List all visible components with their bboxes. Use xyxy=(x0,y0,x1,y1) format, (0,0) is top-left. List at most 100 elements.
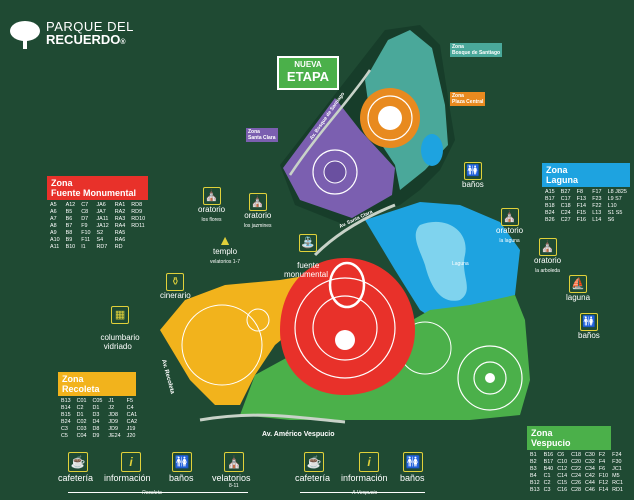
zone-fuente-title: Zona Fuente Monumental xyxy=(47,176,148,200)
info-icon[interactable]: i xyxy=(359,452,379,472)
zone-code: C17 xyxy=(560,196,571,202)
bottom-right-foot: A.Vespucio xyxy=(352,490,378,496)
zone-code: C02 xyxy=(76,419,87,425)
zone-code: C8 xyxy=(81,209,89,215)
poi-banos-right[interactable]: 🚻 baños xyxy=(578,313,600,340)
restroom-icon: 🚻 xyxy=(463,162,482,180)
zone-code: B8 xyxy=(65,230,73,236)
zone-code: JA7 xyxy=(96,209,106,215)
poi-banos-top-label: baños xyxy=(462,180,484,189)
poi-oratorio-arboleda[interactable]: ⛪ oratorio la arboleda xyxy=(534,238,561,276)
zone-code: F15 xyxy=(576,210,587,216)
label-av-vespucio: Av. Américo Vespucio xyxy=(262,431,335,438)
zone-code: C34 xyxy=(584,466,595,472)
nueva-etapa-line1: NUEVA xyxy=(294,60,322,69)
zone-recoleta-title: Zona Recoleta xyxy=(58,372,136,396)
chapel-icon: ⛪ xyxy=(500,208,519,226)
zone-code: D4 xyxy=(92,419,100,425)
bottom-left-banos-label: baños xyxy=(169,473,194,483)
poi-columbario[interactable]: ▦ columbario vidriado xyxy=(96,297,140,351)
zone-code: RA2 xyxy=(114,209,126,215)
zone-code: L14 xyxy=(592,217,602,223)
zone-code: L9 S7 xyxy=(607,196,622,202)
zone-code: C24 xyxy=(560,210,571,216)
vespucio-ring-inner xyxy=(473,361,507,395)
zone-code: F4 xyxy=(598,459,606,465)
zone-code: C05 xyxy=(92,398,103,404)
tree-icon xyxy=(10,21,40,49)
zone-code: C27 xyxy=(560,217,571,223)
zone-code: F30 xyxy=(612,459,622,465)
zone-code: RA6 xyxy=(114,237,126,243)
zone-code: C28 xyxy=(571,487,581,493)
zone-fuente-area[interactable] xyxy=(280,258,415,395)
zone-code: F9 xyxy=(81,223,88,229)
zone-code: J20 xyxy=(126,433,136,439)
zone-santa-clara-area[interactable] xyxy=(283,98,395,218)
zone-vespucio-title: Zona Vespucio xyxy=(527,426,611,450)
zone-code: B10 xyxy=(65,244,76,250)
zone-bosque-title: Zona Bosque de Santiago xyxy=(450,43,503,57)
zone-code: J1 xyxy=(108,398,115,404)
santa-clara-center xyxy=(323,160,347,184)
zone-code: F14 xyxy=(598,487,609,493)
zone-code: JD9 xyxy=(108,426,118,432)
restroom-icon[interactable]: 🚻 xyxy=(172,452,192,472)
zone-code: J19 xyxy=(126,426,136,432)
nueva-etapa-banner: NUEVA ETAPA xyxy=(277,56,339,90)
zone-code: B40 xyxy=(543,466,554,472)
cafe-icon[interactable]: ☕ xyxy=(304,452,324,472)
poi-banos-top[interactable]: 🚻 baños xyxy=(462,162,484,189)
zone-code: C3 xyxy=(543,487,551,493)
zone-code: B27 xyxy=(560,189,571,195)
boat-icon: ⛵ xyxy=(569,275,588,293)
poi-oratorio-laguna-label: oratorio xyxy=(496,226,524,235)
zone-code: C14 xyxy=(557,473,568,479)
poi-oratorio-flores[interactable]: ⛪ oratorio los flores xyxy=(198,187,225,225)
zone-code: S6 xyxy=(607,217,615,223)
zone-code: C20 xyxy=(571,459,581,465)
zone-code: C18 xyxy=(560,203,571,209)
poi-banos-right-label: baños xyxy=(578,331,600,340)
zone-code: C12 xyxy=(557,466,568,472)
zone-code: C10 xyxy=(557,459,568,465)
bottom-left-foot: Recoleta xyxy=(142,490,162,496)
zone-code: C44 xyxy=(584,480,595,486)
poi-fuente[interactable]: ⛲ fuente monumental xyxy=(284,225,328,279)
restroom-icon[interactable]: 🚻 xyxy=(403,452,423,472)
zone-code: B3 xyxy=(530,466,537,472)
zone-code: C16 xyxy=(557,487,568,493)
zone-code: RD xyxy=(114,244,123,250)
poi-cinerario[interactable]: ⚱ cinerario xyxy=(160,273,191,300)
zone-code: C7 xyxy=(81,202,89,208)
zone-code: C04 xyxy=(76,433,87,439)
zone-code: A5 xyxy=(50,202,57,208)
bottom-right-cafe-label: cafetería xyxy=(295,473,331,483)
poi-laguna[interactable]: ⛵ laguna xyxy=(566,275,590,302)
zone-code: RD9 xyxy=(131,209,143,215)
bottom-right-info-label: información xyxy=(341,473,388,483)
recoleta-ring-2 xyxy=(246,308,270,332)
zone-santa-clara-box: Zona Santa Clara xyxy=(246,128,278,142)
restroom-icon: 🚻 xyxy=(579,313,598,331)
zone-code: S2 xyxy=(96,230,104,236)
chapel-icon[interactable]: ⛪ xyxy=(224,452,244,472)
zone-code: S4 xyxy=(96,237,104,243)
poi-fuente-label: fuente monumental xyxy=(284,261,329,279)
zone-code: RA4 xyxy=(114,223,126,229)
zone-recoleta-area[interactable] xyxy=(160,275,310,405)
poi-templo[interactable]: ▲ templo velatorios 1-7 xyxy=(210,233,240,267)
zone-code: C01 xyxy=(76,398,87,404)
cafe-icon[interactable]: ☕ xyxy=(68,452,88,472)
zone-code: A8 xyxy=(50,223,57,229)
zone-code: F23 xyxy=(592,196,602,202)
poi-columbario-label: columbario vidriado xyxy=(100,333,140,351)
info-icon[interactable]: i xyxy=(121,452,141,472)
zone-code: A10 xyxy=(50,237,60,243)
poi-oratorio-jazmines[interactable]: ⛪ oratorio los jazmines xyxy=(244,193,272,231)
poi-oratorio-laguna[interactable]: ⛪ oratorio la laguna xyxy=(496,208,523,246)
zone-code: C4 xyxy=(126,405,134,411)
